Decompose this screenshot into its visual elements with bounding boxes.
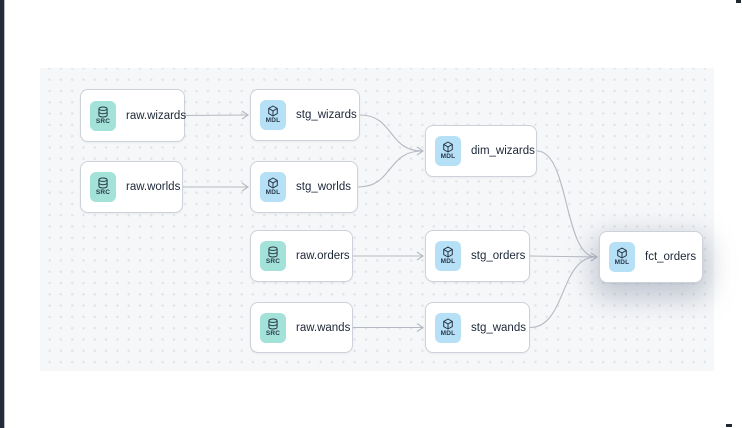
database-icon [98,106,108,118]
node-label: stg_wizards [296,109,357,121]
arrowhead-icon [241,182,249,192]
edge-stg_wands-to-fct_orders [529,256,597,329]
node-label: raw.wizards [126,109,187,122]
cube-icon [268,105,278,117]
badge-label: SRC [265,258,281,266]
node-stg-wizards[interactable]: MDL stg_wizards [250,89,360,141]
node-stg-wands[interactable]: MDL stg_wands [425,302,530,353]
model-badge: MDL [435,136,461,166]
corner-artifact-bottom-right [726,424,732,427]
edge-dim_wizards-to-fct_orders [536,150,597,258]
model-badge: MDL [260,100,286,130]
node-stg-orders[interactable]: MDL stg_orders [425,230,530,282]
node-raw-worlds[interactable]: SRC raw.worlds [80,161,183,213]
node-label: stg_worlds [296,181,351,193]
edge-stg_orders-to-fct_orders [529,255,597,258]
node-dim-wizards[interactable]: MDL dim_wizards [425,125,537,177]
node-label: stg_orders [471,250,526,262]
node-label: dim_wizards [471,145,535,157]
cube-icon [443,246,453,258]
source-badge: SRC [90,172,116,202]
badge-label: MDL [440,258,456,266]
model-badge: MDL [435,241,461,271]
badge-label: MDL [265,189,281,197]
edge-raw_wizards-to-stg_wizards [184,114,248,117]
cube-icon [268,177,278,189]
model-badge: MDL [435,312,461,343]
cube-icon [443,318,453,330]
badge-label: MDL [265,117,281,125]
source-badge: SRC [90,100,116,131]
source-badge: SRC [260,312,286,343]
node-raw-wizards[interactable]: SRC raw.wizards [80,89,187,142]
badge-label: MDL [440,329,456,337]
arrowhead-icon [416,323,424,332]
node-raw-wands[interactable]: SRC raw.wands [250,302,353,353]
arrowhead-icon [590,252,598,262]
badge-label: SRC [265,329,281,337]
node-label: raw.worlds [126,181,181,193]
badge-label: SRC [95,117,111,125]
badge-label: MDL [614,259,630,267]
source-badge: SRC [260,241,286,271]
database-icon [98,177,108,189]
edges-layer [183,110,598,332]
cube-icon [443,141,453,153]
model-badge: MDL [609,242,635,272]
node-fct-orders[interactable]: MDL fct_orders [599,231,703,283]
arrowhead-icon [416,146,424,156]
window-left-edge [0,0,5,428]
badge-label: SRC [95,189,111,197]
database-icon [268,246,278,258]
node-raw-orders[interactable]: SRC raw.orders [250,230,353,282]
database-icon [268,318,278,330]
arrowhead-icon [241,110,249,120]
node-label: fct_orders [645,251,697,263]
node-label: raw.orders [296,250,350,262]
arrowhead-icon [416,251,424,261]
cube-icon [617,247,627,259]
badge-label: MDL [440,153,456,161]
node-stg-worlds[interactable]: MDL stg_worlds [250,161,358,213]
model-badge: MDL [260,172,286,202]
edge-stg_wizards-to-dim_wizards [359,114,423,152]
node-label: raw.wands [296,321,351,334]
node-label: stg_wands [471,321,526,334]
edge-stg_worlds-to-dim_wizards [357,150,423,188]
corner-artifact-top-right [736,0,741,3]
